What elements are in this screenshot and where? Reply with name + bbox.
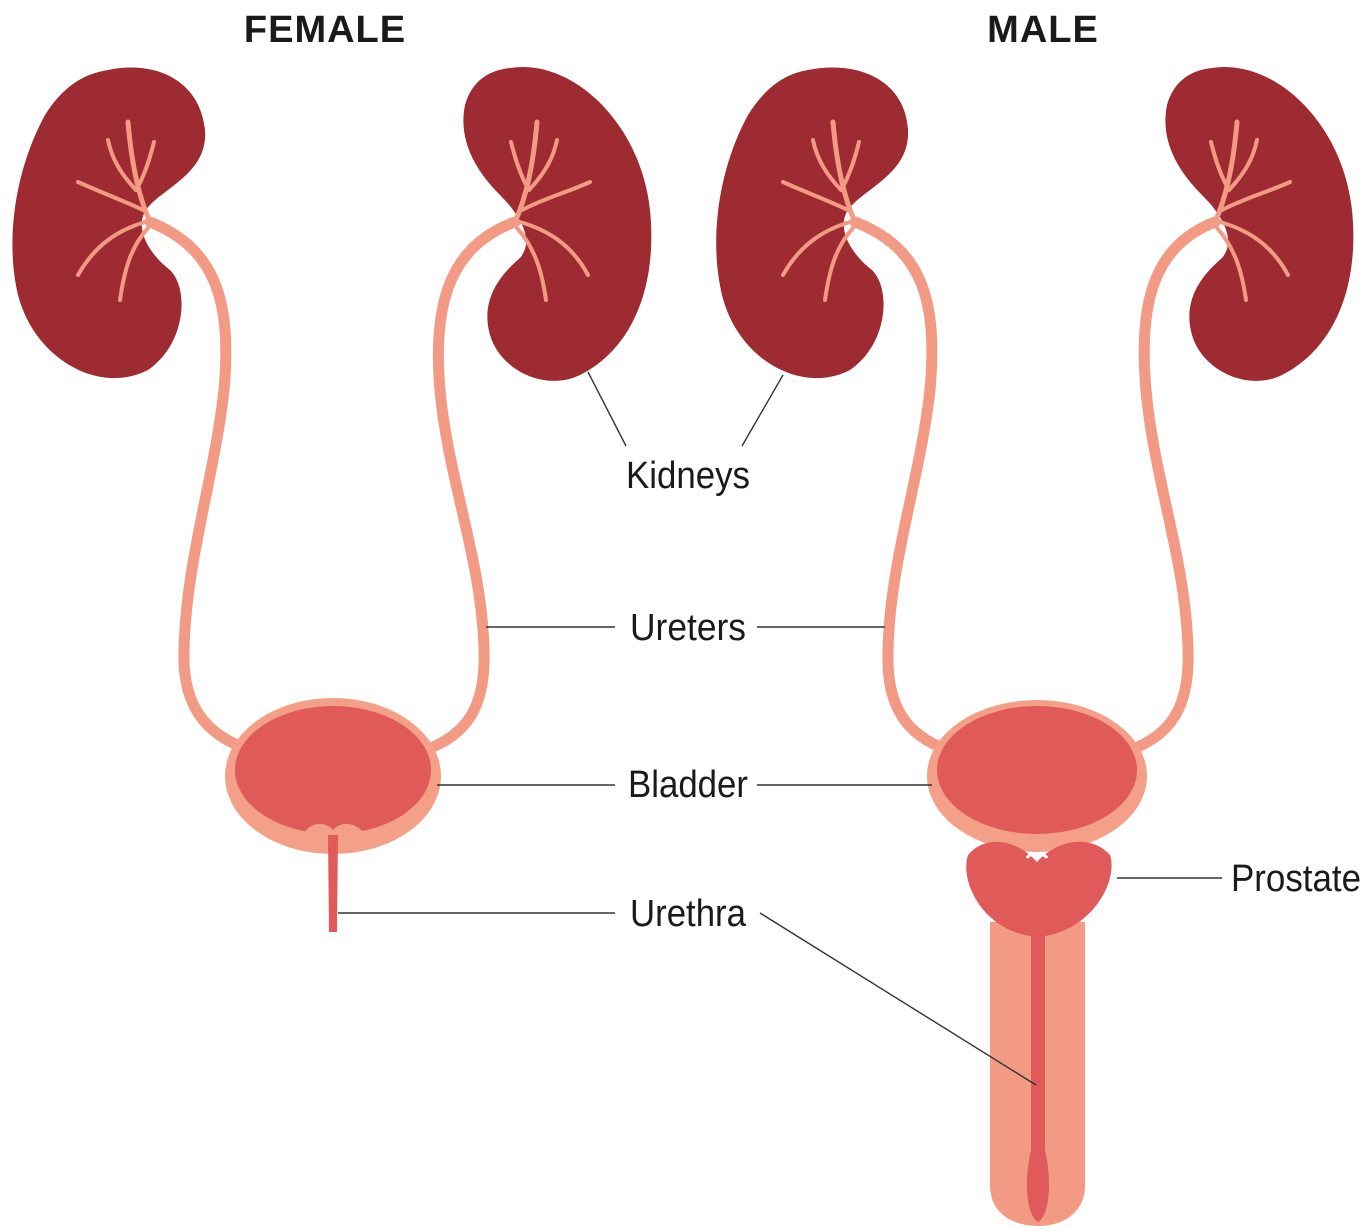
urethra-label: Urethra	[630, 893, 747, 935]
ureters-label: Ureters	[630, 607, 746, 649]
female-left-kidney	[12, 68, 205, 379]
male-bladder	[937, 706, 1137, 834]
male-heading: MALE	[987, 9, 1099, 51]
kidneys-leader-left	[588, 372, 626, 446]
bladder-label: Bladder	[628, 764, 748, 806]
female-bladder	[235, 706, 431, 834]
prostate-label: Prostate	[1231, 858, 1361, 900]
female-urethra	[328, 835, 338, 932]
female-heading: FEMALE	[244, 9, 406, 51]
male-left-kidney	[716, 68, 908, 379]
female-urinary-system	[12, 67, 651, 932]
kidneys-leader-right	[742, 375, 783, 446]
male-urinary-system	[716, 67, 1353, 1226]
female-right-kidney	[463, 67, 651, 381]
male-right-kidney	[1165, 67, 1353, 381]
male-prostate	[966, 842, 1111, 937]
kidneys-label: Kidneys	[626, 455, 750, 497]
